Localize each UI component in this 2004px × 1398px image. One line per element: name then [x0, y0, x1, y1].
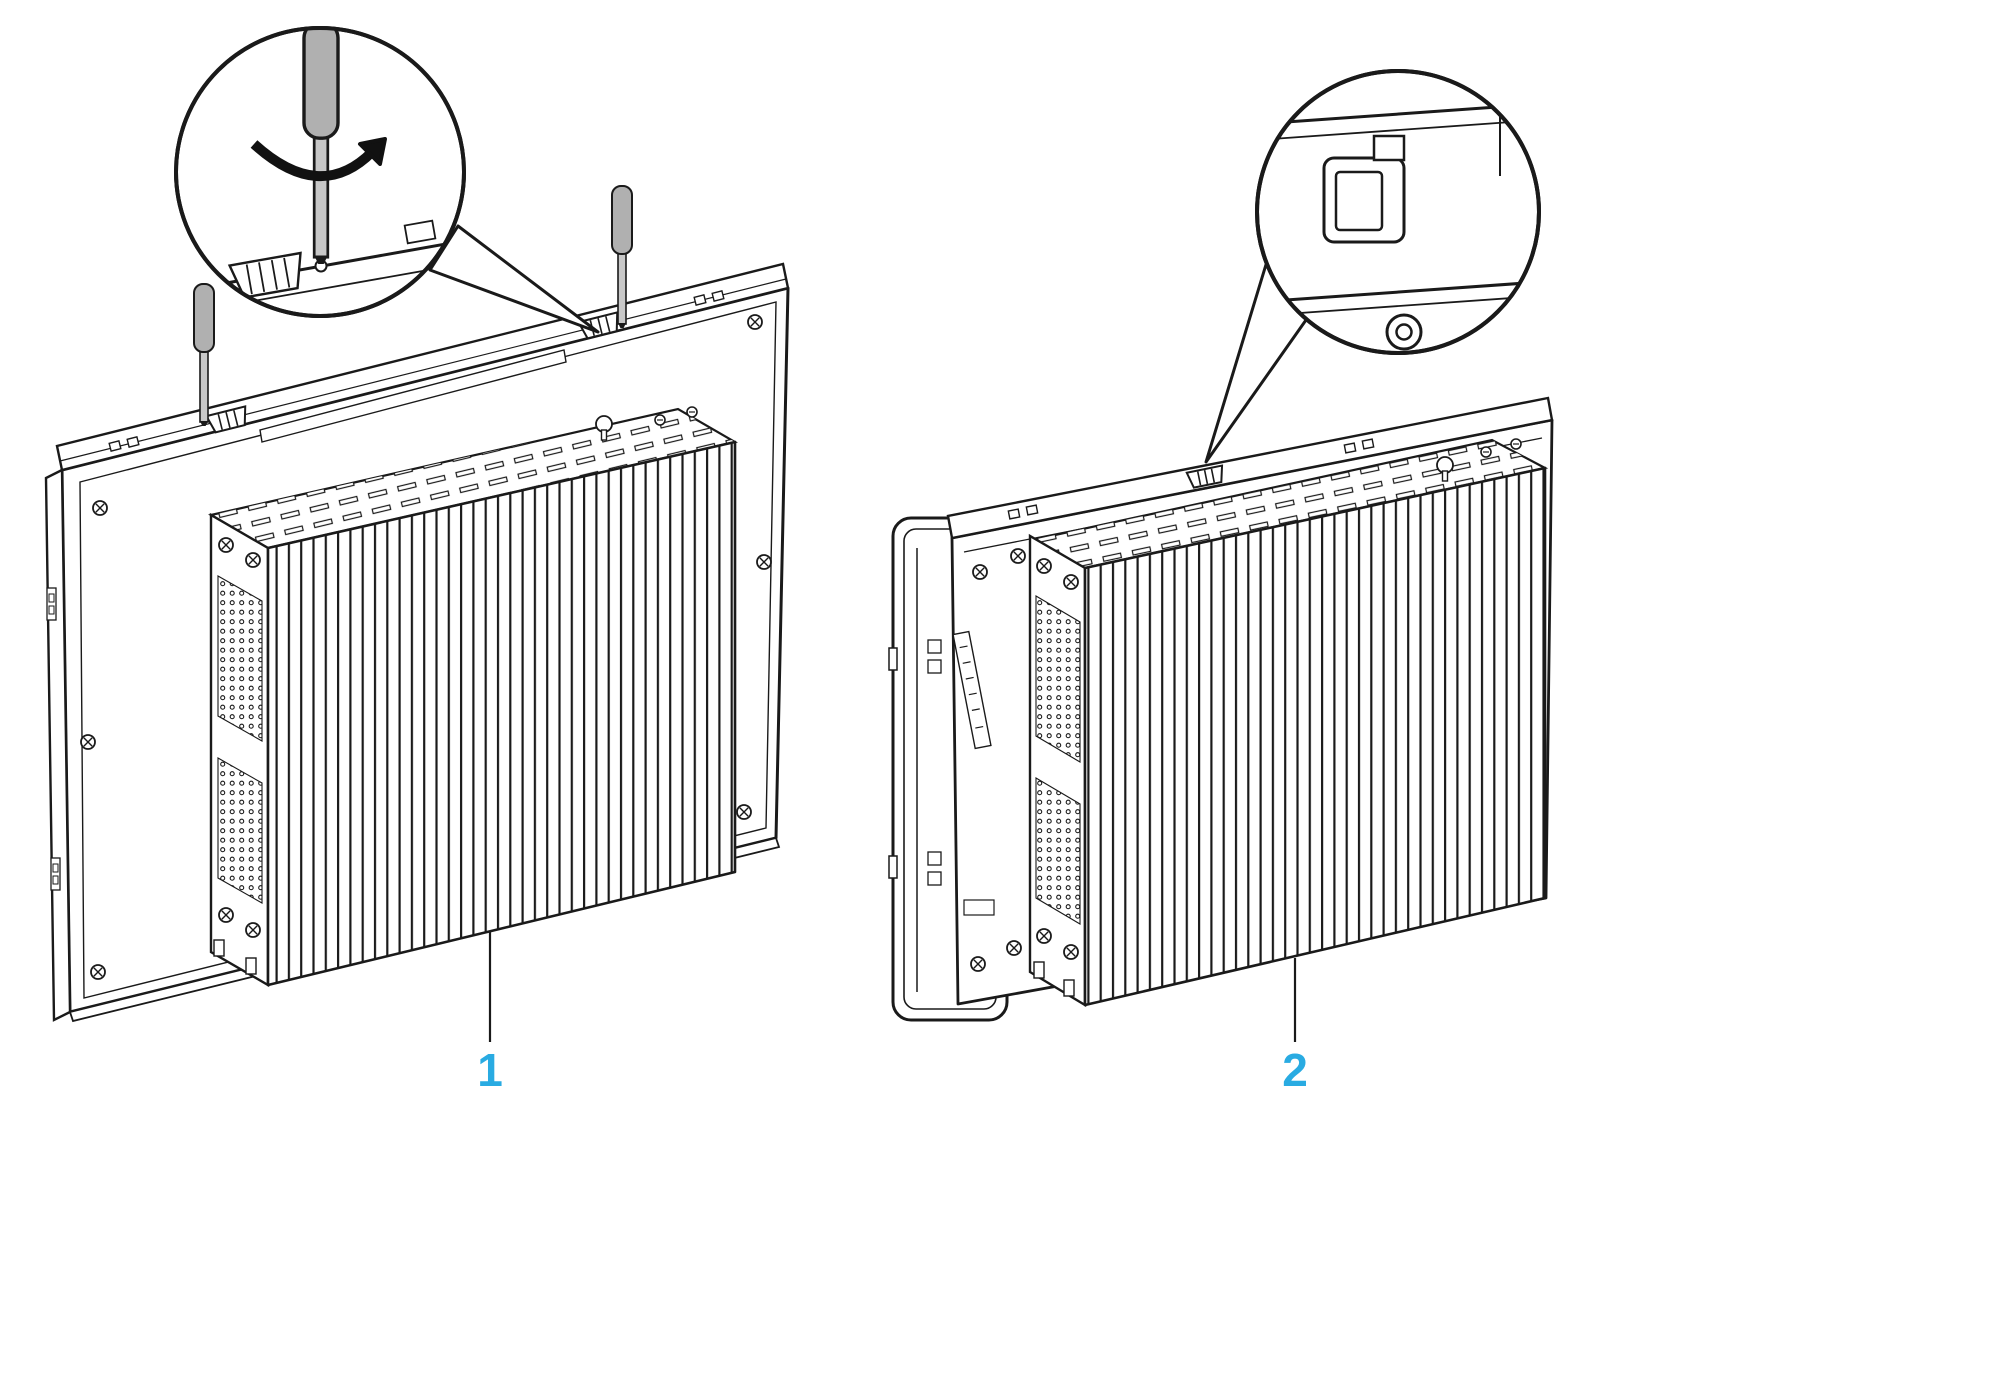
latch-slot-right-1	[576, 311, 619, 340]
product-label-2	[952, 630, 992, 750]
heatsink-fins-1	[266, 440, 737, 987]
latch-slot-2	[1185, 464, 1224, 489]
top-rail-1	[55, 262, 790, 472]
magnified-latch-detail-1	[176, 28, 464, 315]
magnifier-callout-2	[1255, 69, 1541, 355]
callout-pointer-1	[428, 224, 600, 334]
top-rail-2	[946, 396, 1554, 540]
latch-clip-icon	[1322, 134, 1406, 244]
heatsink-vent-plate-2	[1028, 533, 1087, 1008]
figure-1-label: 1	[477, 1044, 503, 1096]
heatsink-vent-plate-1	[209, 512, 270, 988]
figure-2-label: 2	[1282, 1044, 1308, 1096]
magnified-latch-clip-icon	[227, 251, 302, 299]
keyhole-slot-2	[1436, 456, 1454, 482]
keyhole-slot-1	[595, 415, 613, 441]
screwdriver-left-icon	[193, 283, 215, 427]
magnified-latch-detail-2	[1257, 102, 1539, 351]
figure-2: 2	[888, 69, 1554, 1096]
rotation-arrow-icon	[250, 137, 387, 182]
screw-hole-icon	[1385, 313, 1423, 351]
magnifier-callout-1	[174, 26, 466, 318]
heatsink-fins-2	[1083, 466, 1547, 1007]
latch-slot-left-1	[204, 405, 247, 434]
figure-1: 1	[44, 26, 790, 1096]
